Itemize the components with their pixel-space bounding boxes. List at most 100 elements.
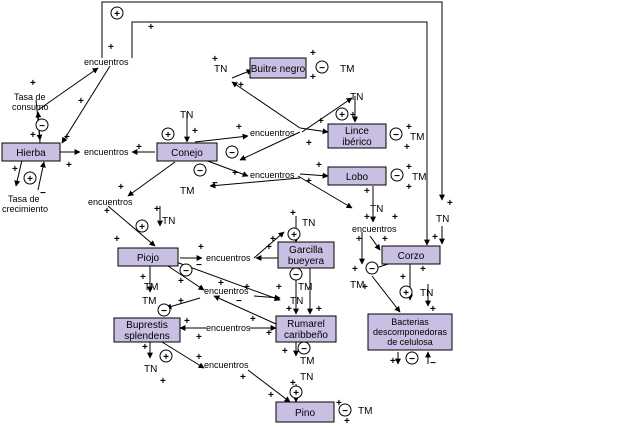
svg-text:+: + bbox=[310, 48, 316, 59]
svg-text:TM: TM bbox=[142, 296, 156, 307]
svg-text:+: + bbox=[356, 234, 362, 245]
svg-text:+: + bbox=[420, 264, 426, 275]
svg-text:+: + bbox=[310, 72, 316, 83]
node-lobo[interactable]: Lobo bbox=[327, 166, 387, 186]
svg-text:TN: TN bbox=[370, 204, 383, 215]
svg-text:+: + bbox=[192, 126, 198, 137]
svg-text:−: − bbox=[183, 266, 189, 277]
svg-text:−: − bbox=[236, 296, 242, 307]
svg-text:+: + bbox=[64, 132, 70, 143]
svg-text:−: − bbox=[430, 358, 436, 369]
svg-text:+: + bbox=[306, 176, 312, 187]
svg-text:+: + bbox=[30, 130, 36, 141]
svg-text:+: + bbox=[160, 376, 166, 387]
svg-text:Rumarel: Rumarel bbox=[287, 319, 325, 330]
encuentros-labels: encuentros encuentros encuentros encuent… bbox=[84, 57, 397, 370]
svg-text:TM: TM bbox=[410, 132, 424, 143]
svg-text:Lince: Lince bbox=[345, 126, 369, 137]
svg-text:encuentros: encuentros bbox=[204, 286, 249, 296]
svg-text:TM: TM bbox=[350, 280, 364, 291]
svg-text:+: + bbox=[236, 122, 242, 133]
svg-text:+: + bbox=[66, 160, 72, 171]
svg-text:+: + bbox=[244, 282, 250, 293]
svg-text:Pino: Pino bbox=[295, 408, 315, 419]
svg-text:−: − bbox=[301, 344, 307, 355]
node-hierba[interactable]: Hierba bbox=[1, 142, 61, 162]
svg-text:+: + bbox=[136, 142, 142, 153]
svg-text:TM: TM bbox=[298, 282, 312, 293]
svg-text:TM: TM bbox=[412, 172, 426, 183]
svg-text:+: + bbox=[286, 304, 292, 315]
svg-text:+: + bbox=[198, 242, 204, 253]
node-buprestis-splendens[interactable]: Buprestis splendens bbox=[113, 317, 181, 343]
svg-text:TM: TM bbox=[180, 186, 194, 197]
node-pino[interactable]: Pino bbox=[275, 401, 335, 423]
svg-text:Lobo: Lobo bbox=[346, 172, 369, 183]
svg-text:+: + bbox=[270, 234, 276, 245]
svg-text:Tasa de: Tasa de bbox=[8, 194, 40, 204]
svg-text:Garcilla: Garcilla bbox=[289, 245, 323, 256]
svg-text:TM: TM bbox=[300, 356, 314, 367]
node-lince-iberico[interactable]: Lince ibérico bbox=[327, 123, 387, 149]
svg-text:+: + bbox=[282, 346, 288, 357]
svg-text:+: + bbox=[339, 110, 345, 121]
svg-text:−: − bbox=[369, 264, 375, 275]
node-rumarel-caribbeno[interactable]: Rumarel caribbeño bbox=[275, 315, 337, 343]
plus-sign: + bbox=[447, 198, 453, 209]
svg-text:TN: TN bbox=[144, 364, 157, 375]
svg-text:−: − bbox=[319, 63, 325, 74]
svg-text:+: + bbox=[184, 316, 190, 327]
node-conejo[interactable]: Conejo bbox=[156, 142, 218, 162]
svg-text:ibérico: ibérico bbox=[342, 137, 372, 148]
svg-text:+: + bbox=[316, 160, 322, 171]
svg-text:+: + bbox=[266, 328, 272, 339]
causal-links bbox=[14, 65, 445, 403]
svg-text:encuentros: encuentros bbox=[204, 360, 249, 370]
svg-text:Piojo: Piojo bbox=[137, 253, 160, 264]
svg-text:+: + bbox=[118, 182, 124, 193]
svg-text:+: + bbox=[430, 304, 436, 315]
svg-text:+: + bbox=[362, 282, 368, 293]
svg-text:+: + bbox=[352, 264, 358, 275]
node-piojo[interactable]: Piojo bbox=[117, 247, 179, 267]
svg-text:−: − bbox=[197, 166, 203, 177]
svg-text:encuentros: encuentros bbox=[250, 128, 295, 138]
svg-text:+: + bbox=[165, 130, 171, 141]
node-buitre-negro[interactable]: Buitre negro bbox=[249, 57, 307, 79]
svg-text:+: + bbox=[290, 208, 296, 219]
svg-text:TN: TN bbox=[214, 64, 227, 75]
node-bacterias-descomponedoras[interactable]: Bacterias descomponedoras de celulosa bbox=[367, 313, 453, 351]
svg-text:+: + bbox=[178, 296, 184, 307]
svg-text:+: + bbox=[238, 80, 244, 91]
svg-text:encuentros: encuentros bbox=[84, 57, 129, 67]
svg-text:crecimiento: crecimiento bbox=[2, 204, 48, 214]
svg-text:+: + bbox=[350, 110, 356, 121]
svg-text:+: + bbox=[139, 222, 145, 233]
svg-text:+: + bbox=[392, 212, 398, 223]
node-garcilla-bueyera[interactable]: Garcilla bueyera bbox=[277, 241, 335, 269]
svg-text:+: + bbox=[196, 352, 202, 363]
svg-text:−: − bbox=[212, 178, 218, 189]
svg-text:−: − bbox=[161, 306, 167, 317]
svg-text:+: + bbox=[232, 168, 238, 179]
svg-text:bueyera: bueyera bbox=[288, 256, 325, 267]
svg-text:+: + bbox=[218, 278, 224, 289]
loop-sign-text: − + + − − + − − − + − − − + + − + − + − … bbox=[27, 63, 415, 417]
svg-text:+: + bbox=[142, 342, 148, 353]
svg-text:+: + bbox=[382, 234, 388, 245]
svg-text:TN: TN bbox=[350, 92, 363, 103]
svg-text:+: + bbox=[306, 138, 312, 149]
svg-text:TM: TM bbox=[358, 406, 372, 417]
svg-text:+: + bbox=[154, 204, 160, 215]
svg-text:+: + bbox=[12, 164, 18, 175]
svg-text:TN: TN bbox=[300, 372, 313, 383]
svg-text:+: + bbox=[30, 78, 36, 89]
svg-text:+: + bbox=[318, 116, 324, 127]
node-corzo[interactable]: Corzo bbox=[381, 245, 441, 265]
svg-text:de celulosa: de celulosa bbox=[387, 337, 433, 347]
svg-text:+: + bbox=[196, 332, 202, 343]
plus-sign: + bbox=[148, 22, 154, 33]
svg-text:+: + bbox=[104, 206, 110, 217]
svg-text:TM: TM bbox=[340, 64, 354, 75]
